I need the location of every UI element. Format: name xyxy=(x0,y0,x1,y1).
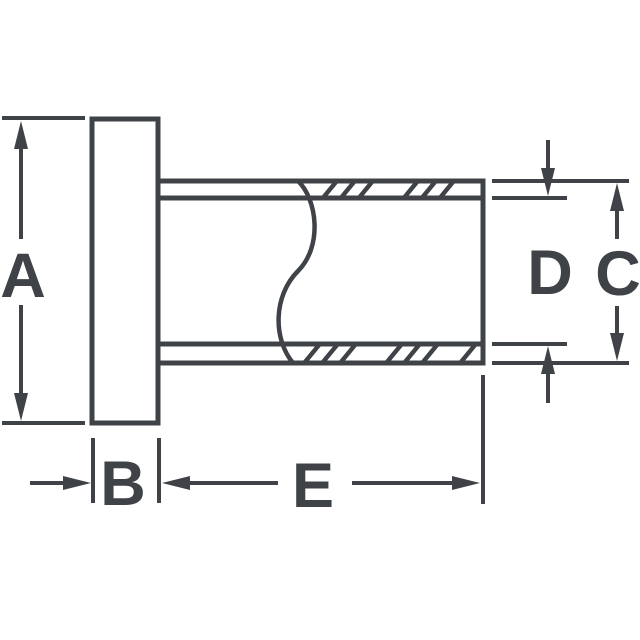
dimension-c-outer-diameter: C xyxy=(595,183,640,361)
break-line xyxy=(276,179,317,365)
arrowhead-left-icon xyxy=(162,476,190,490)
dimension-b-flange-thickness: B xyxy=(30,438,161,519)
right-extension-lines xyxy=(492,179,629,365)
hatch-mark xyxy=(338,180,356,201)
tube-body xyxy=(158,178,486,366)
hatch-mark xyxy=(401,180,419,201)
hatch-mark xyxy=(403,343,421,364)
flange-outline xyxy=(89,116,161,426)
dimension-label-c: C xyxy=(595,239,640,309)
hatch-mark xyxy=(303,343,321,364)
hatch-marks-bottom-wall xyxy=(303,343,477,364)
arrowhead-right-icon xyxy=(452,476,480,490)
arrowhead-up-icon xyxy=(610,183,624,211)
arrowhead-up-icon xyxy=(14,121,28,149)
part-outline xyxy=(89,116,486,426)
hatch-mark xyxy=(421,343,439,364)
arrowhead-right-icon xyxy=(63,476,91,490)
dimension-label-a: A xyxy=(0,241,46,311)
arrowhead-down-icon xyxy=(610,333,624,361)
hatch-mark xyxy=(419,180,437,201)
dimension-label-e: E xyxy=(292,451,334,521)
hatch-mark xyxy=(459,343,477,364)
hatch-mark xyxy=(385,343,403,364)
hatch-marks-top-wall xyxy=(320,180,455,201)
hatch-mark xyxy=(321,343,339,364)
arrowhead-down-icon xyxy=(14,393,28,421)
dimension-label-b: B xyxy=(100,449,146,519)
dimension-a-flange-height: A xyxy=(0,116,85,425)
dimension-e-tube-length: E xyxy=(162,375,485,521)
hatch-mark xyxy=(356,180,374,201)
dimension-label-d: D xyxy=(527,238,573,308)
hatch-mark xyxy=(339,343,357,364)
dimension-d-inner-diameter: D xyxy=(527,140,573,403)
arrowhead-up-icon xyxy=(541,346,555,374)
hatch-mark xyxy=(320,180,338,201)
arrowhead-down-icon xyxy=(541,168,555,196)
hatch-mark xyxy=(437,180,455,201)
